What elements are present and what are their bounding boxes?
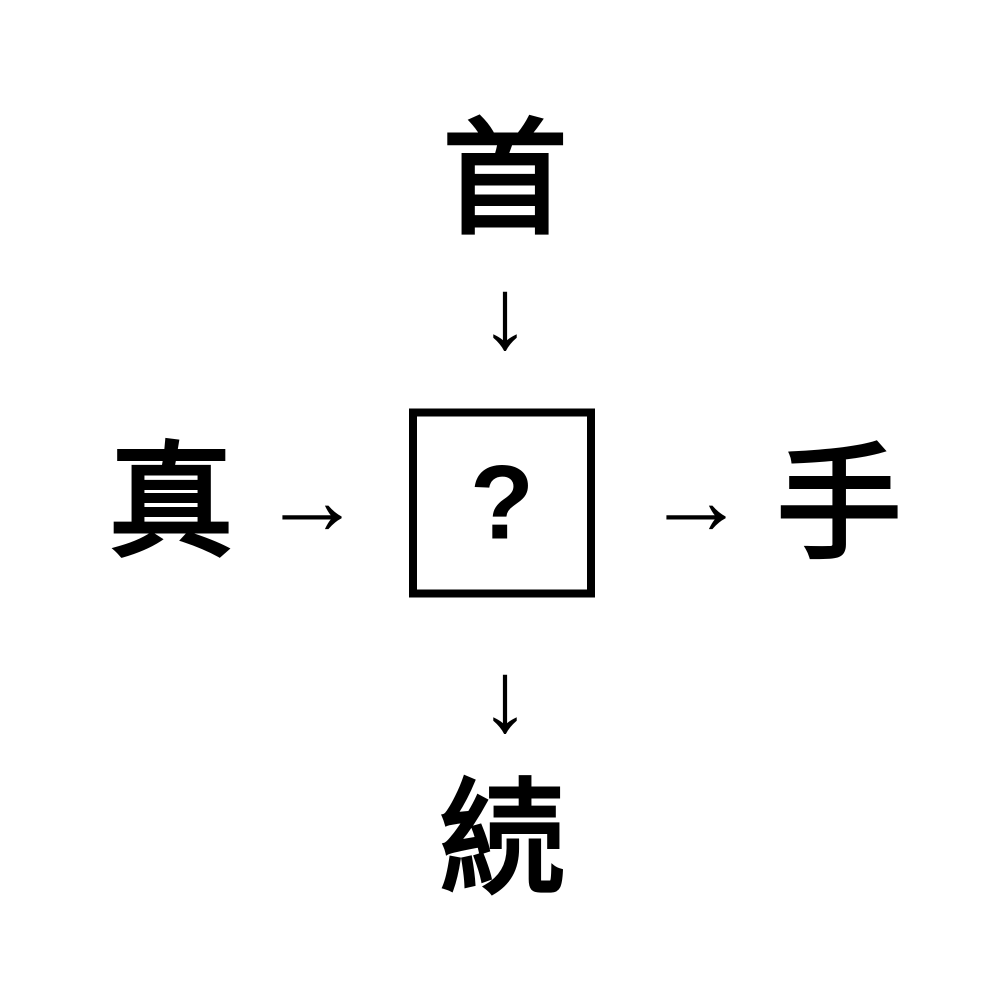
question-mark: ? <box>469 444 535 562</box>
arrow-down-center-to-bottom-icon: ↓ <box>480 641 530 753</box>
arrow-right-left-to-center-icon: → <box>262 444 362 556</box>
arrow-right-center-to-right-icon: → <box>646 444 746 556</box>
kanji-bottom: 続 <box>439 770 565 910</box>
arrow-down-top-to-center-icon: ↓ <box>480 258 530 370</box>
answer-box: ? <box>409 408 595 598</box>
kanji-left: 真 <box>108 433 234 573</box>
kanji-top: 首 <box>442 110 568 250</box>
kanji-right: 手 <box>776 435 902 575</box>
